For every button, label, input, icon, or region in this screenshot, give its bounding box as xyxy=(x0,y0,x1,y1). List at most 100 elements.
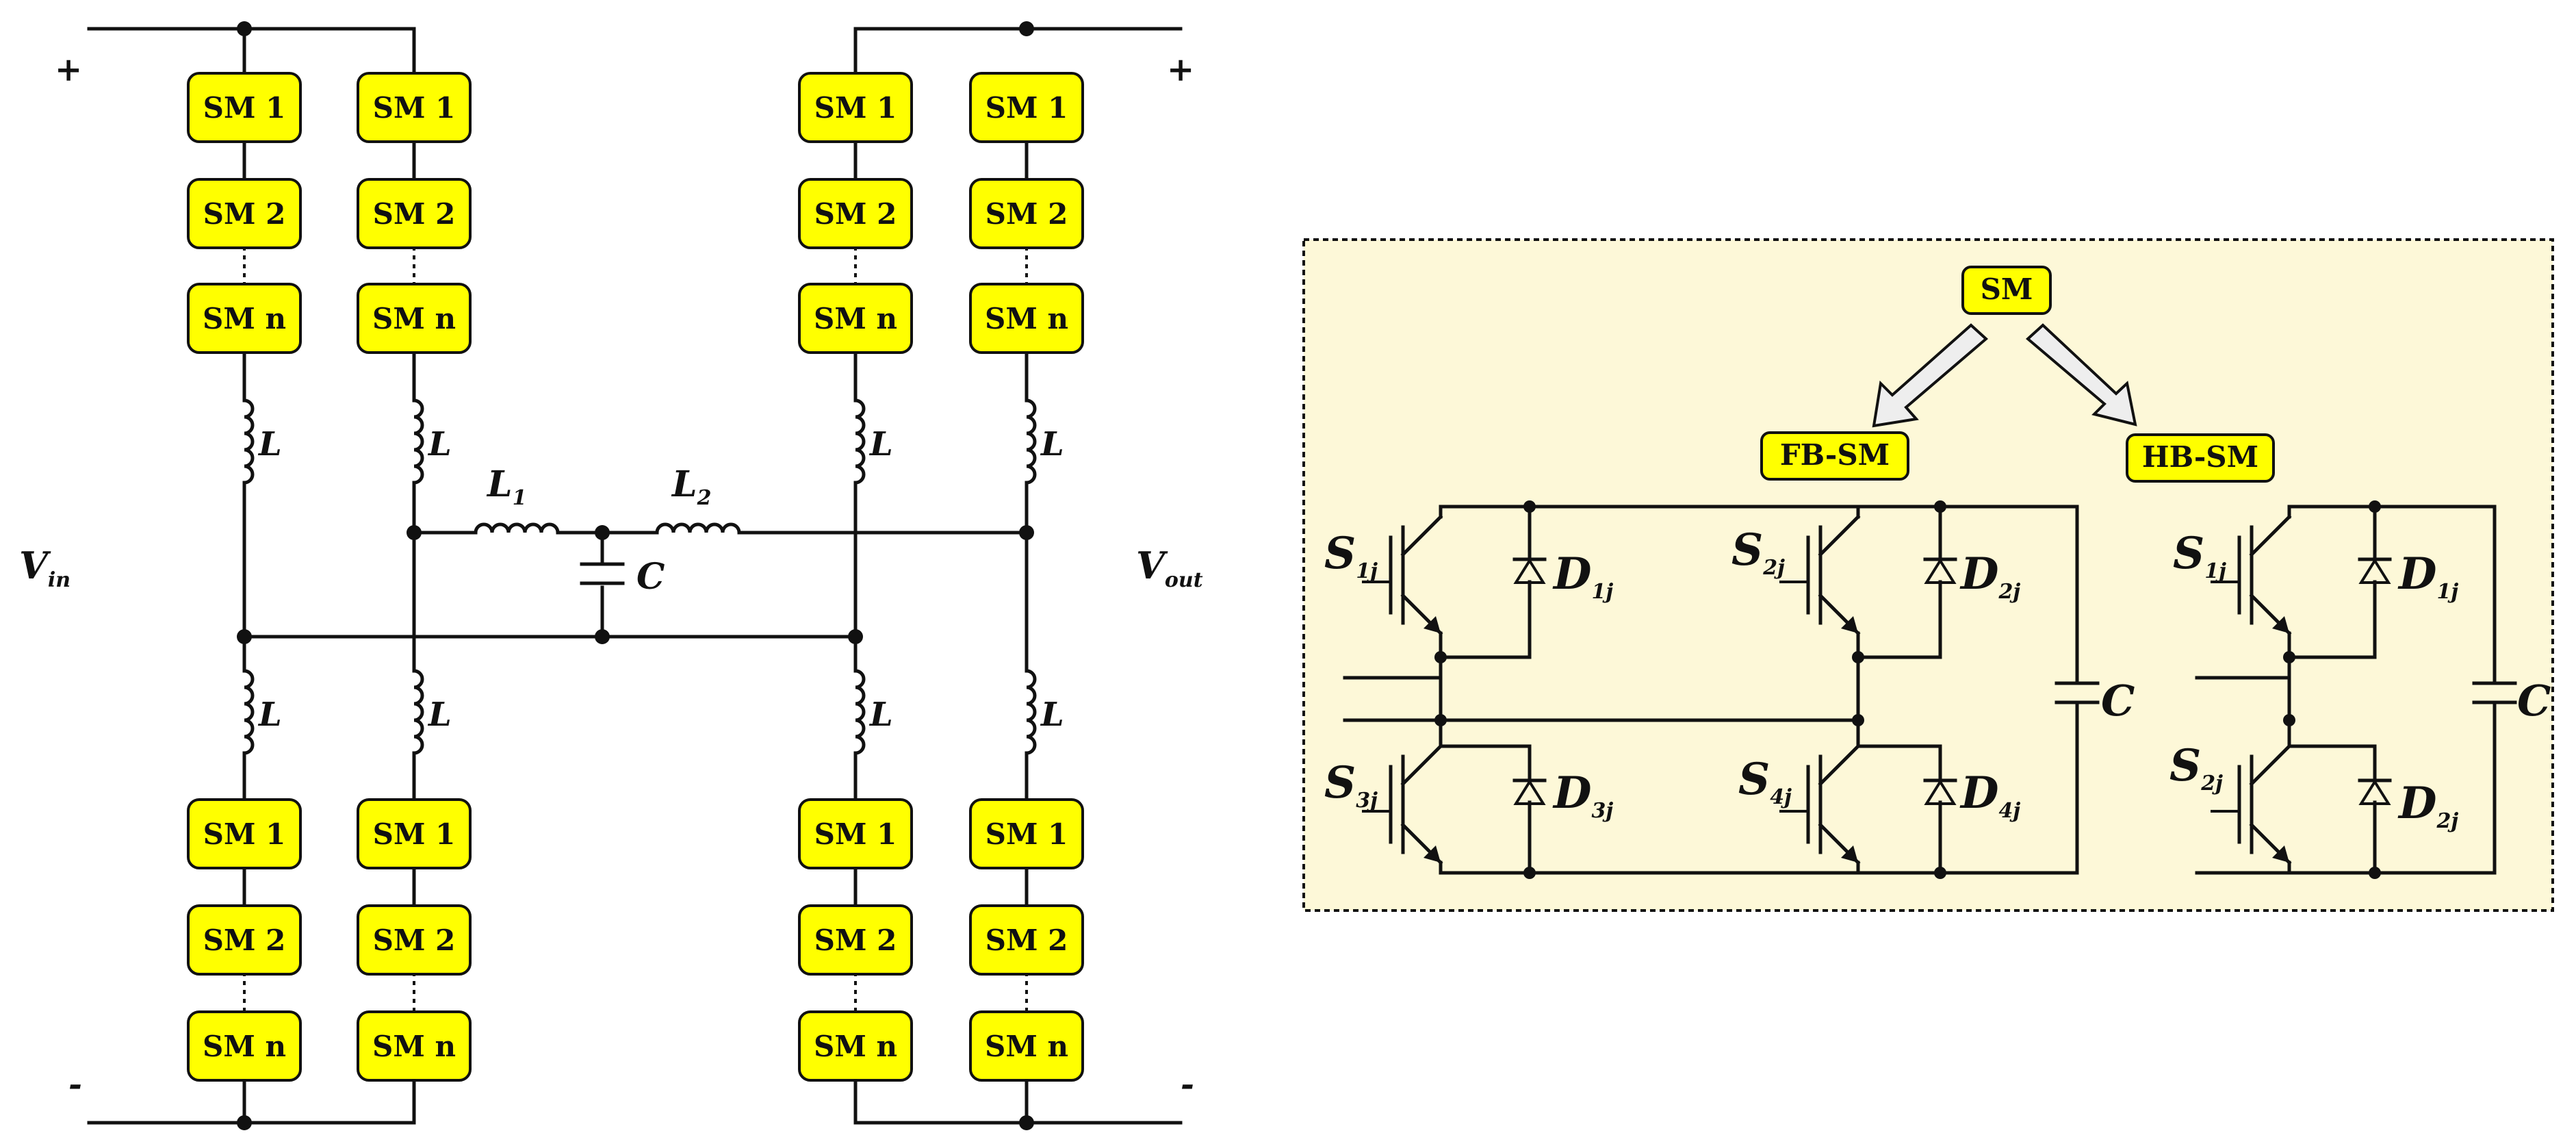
arm-inductor-label: L xyxy=(427,425,452,463)
submodule-label: SM n xyxy=(372,302,456,335)
d1j-label: D1j xyxy=(1552,548,1613,604)
output-minus-sign: - xyxy=(1181,1065,1194,1104)
arm-inductor-label: L xyxy=(868,696,893,734)
vout-label: Vout xyxy=(1136,544,1203,592)
junction-dot xyxy=(1523,500,1536,513)
input-minus-sign: - xyxy=(68,1065,82,1104)
arm-inductor-label: L xyxy=(868,425,893,463)
arm-inductor xyxy=(855,390,864,493)
submodule-label: SM 1 xyxy=(814,91,897,125)
junction-dot xyxy=(1523,867,1536,879)
arm-inductor-label: L xyxy=(257,696,282,734)
fb-sm-legend-box xyxy=(1760,431,1909,481)
d4j-label: D4j xyxy=(1959,767,2020,823)
hb-d2j-label: D2j xyxy=(2397,778,2458,833)
arm-inductor xyxy=(1027,390,1035,493)
arm-inductor xyxy=(1027,661,1035,763)
junction-dot xyxy=(1434,651,1447,663)
submodule-label: SM n xyxy=(814,1030,897,1063)
submodule-label: SM 1 xyxy=(203,91,286,125)
submodule-label: SM 1 xyxy=(814,817,897,851)
inductor-l2 xyxy=(647,524,749,533)
full-bridge-submodule: C xyxy=(1324,500,2135,879)
arm-inductors: L L L L L L L L xyxy=(244,390,1064,763)
junction-dot xyxy=(1852,651,1864,663)
submodule-label: SM 1 xyxy=(373,817,456,851)
input-plus-sign: + xyxy=(55,51,82,89)
junction-dot xyxy=(237,629,252,644)
vin-label: Vin xyxy=(19,544,70,592)
junction-dot xyxy=(1019,21,1034,36)
submodule-label: SM n xyxy=(985,1030,1068,1063)
hb-sm-legend-box xyxy=(2126,433,2275,483)
arm-inductor-label: L xyxy=(1040,425,1064,463)
junction-dot xyxy=(2283,714,2295,726)
junction-dot xyxy=(595,525,610,540)
arm-inductor-label: L xyxy=(427,696,452,734)
sm-legend-box xyxy=(1961,266,2052,315)
column-wires xyxy=(242,27,1029,1125)
submodule-label: SM 2 xyxy=(203,924,286,957)
submodule-label: SM 2 xyxy=(986,924,1068,957)
submodule-label: SM n xyxy=(203,1030,286,1063)
submodule-label: SM 2 xyxy=(373,197,456,231)
submodule-detail-panel: SM FB-SM HB-SM C xyxy=(1302,238,2554,912)
hb-d1j-label: D1j xyxy=(2397,548,2458,604)
inductor-l1 xyxy=(465,524,568,533)
fb-arrow xyxy=(1872,323,1989,428)
s1j-label: S1j xyxy=(1324,528,1378,583)
arm-inductor xyxy=(244,661,253,763)
submodule-label: SM 1 xyxy=(203,817,286,851)
half-bridge-submodule: C S1j S2j D1j D2j xyxy=(2169,500,2551,879)
arm-inductor xyxy=(244,390,253,493)
submodule-label: SM n xyxy=(372,1030,456,1063)
submodule-label: SM n xyxy=(985,302,1068,335)
junction-dot xyxy=(407,525,422,540)
submodule-label: SM 1 xyxy=(373,91,456,125)
lower-arm-submodules: SM 1 SM 2 SM n SM 1 SM 2 SM n SM 1 SM 2 … xyxy=(187,798,1084,1082)
submodule-label: SM 2 xyxy=(373,924,456,957)
arm-inductor xyxy=(414,390,422,493)
l2-label: L2 xyxy=(671,463,711,510)
l1-label: L1 xyxy=(486,463,526,510)
arm-inductor xyxy=(855,661,864,763)
junction-dot xyxy=(2369,867,2381,879)
d3j-label: D3j xyxy=(1552,767,1613,823)
submodule-label: SM 2 xyxy=(203,197,286,231)
arm-inductor-label: L xyxy=(257,425,282,463)
hb-arrow xyxy=(2025,323,2137,426)
junction-dot xyxy=(595,629,610,644)
s4j-label: S4j xyxy=(1738,754,1792,809)
s3j-label: S3j xyxy=(1324,757,1378,813)
junction-dot xyxy=(1934,500,1946,513)
d2j-label: D2j xyxy=(1959,548,2020,604)
submodule-label: SM 1 xyxy=(986,91,1068,125)
junction-dot xyxy=(2283,651,2295,663)
submodule-label: SM n xyxy=(203,302,286,335)
submodule-label: SM 2 xyxy=(986,197,1068,231)
mmc-circuit: L1 L2 C L L L L L L L L xyxy=(19,21,1203,1130)
submodule-label: SM 1 xyxy=(986,817,1068,851)
sm-legend-label: SM xyxy=(1981,272,2033,306)
upper-arm-submodules: SM 1 SM 2 SM n SM 1 SM 2 SM n SM 1 SM 2 … xyxy=(187,72,1084,354)
hb-s1j-label: S1j xyxy=(2173,528,2226,583)
fb-capacitor-label: C xyxy=(2101,676,2135,726)
hb-capacitor-label: C xyxy=(2517,676,2551,726)
junction-dot xyxy=(1934,867,1946,879)
junction-dot xyxy=(2369,500,2381,513)
arm-inductor-label: L xyxy=(1040,696,1064,734)
s2j-label: S2j xyxy=(1731,524,1785,580)
arm-inductor xyxy=(414,661,422,763)
junction-dot xyxy=(1019,525,1034,540)
filter-capacitor-label: C xyxy=(636,556,665,598)
output-plus-sign: + xyxy=(1167,51,1194,89)
submodule-label: SM 2 xyxy=(814,924,897,957)
hb-s2j-label: S2j xyxy=(2169,740,2223,795)
hb-sm-legend-label: HB-SM xyxy=(2142,440,2258,474)
submodule-label: SM 2 xyxy=(814,197,897,231)
submodule-label: SM n xyxy=(814,302,897,335)
fb-sm-legend-label: FB-SM xyxy=(1780,438,1890,472)
junction-dot xyxy=(848,629,863,644)
